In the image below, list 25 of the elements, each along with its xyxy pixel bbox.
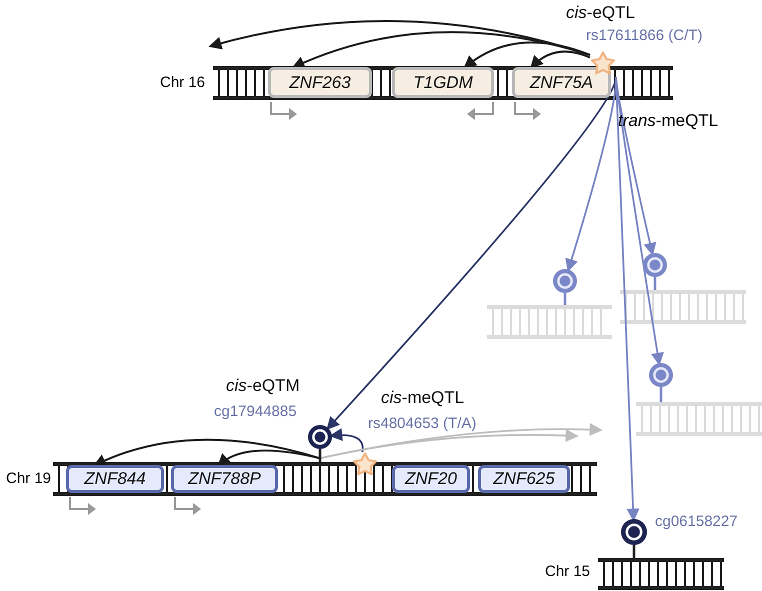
- chromosome-label: Chr 16: [160, 74, 206, 91]
- gene-box: ZNF20: [392, 465, 470, 493]
- gene-box: ZNF844: [66, 465, 164, 493]
- arrow: [463, 41, 590, 69]
- cpg-id-label: cg17944885: [214, 403, 297, 420]
- arrow: [329, 428, 364, 452]
- snp-id-label: rs4804653 (T/A): [368, 415, 476, 432]
- gene-box: ZNF75A: [512, 67, 611, 98]
- chromosome-label: Chr 15: [545, 563, 590, 580]
- qtl-type-label: cis-eQTM: [226, 376, 300, 396]
- qtl-type-label: trans-meQTL: [618, 111, 718, 131]
- arrow: [320, 423, 603, 460]
- qtl-type-label: cis-meQTL: [381, 388, 464, 408]
- gene-box: ZNF625: [478, 465, 570, 493]
- gene-box: T1GDM: [392, 67, 494, 98]
- gene-box: ZNF263: [268, 67, 372, 98]
- arrow: [530, 50, 590, 69]
- arrow: [292, 31, 590, 69]
- arrow: [615, 76, 640, 522]
- snp-id-label: rs17611866 (C/T): [586, 27, 702, 44]
- cpg-id-label: cg06158227: [655, 513, 738, 530]
- gene-box: ZNF788P: [171, 465, 278, 493]
- qtl-type-label: cis-eQTL: [566, 3, 635, 23]
- chromosome-label: Chr 19: [6, 470, 52, 487]
- arrow: [217, 450, 320, 467]
